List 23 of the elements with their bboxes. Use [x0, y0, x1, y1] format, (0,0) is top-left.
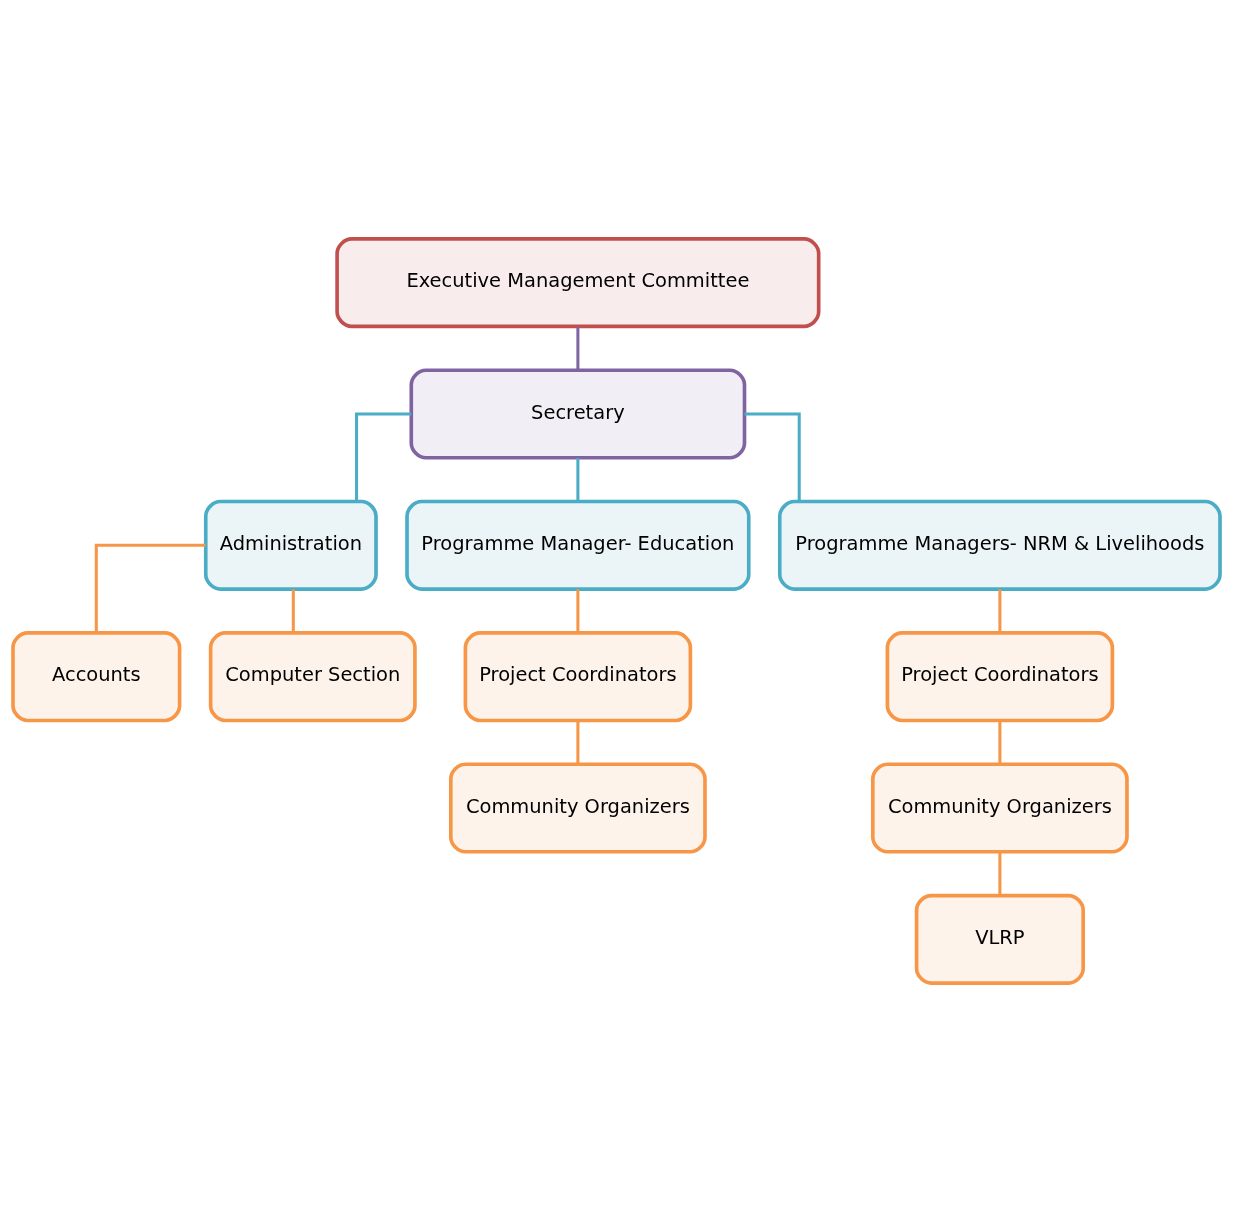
node-box: VLRP [914, 893, 1085, 985]
node-box: Secretary [409, 368, 747, 460]
node-box: Project Coordinators [463, 631, 693, 723]
node-box: Programme Manager- Education [405, 499, 751, 591]
connector [998, 852, 1002, 896]
node-box: Administration [203, 499, 378, 591]
connector [576, 326, 580, 370]
node-box: Community Organizers [448, 762, 707, 854]
node-box: Computer Section [208, 631, 417, 723]
node-box: Programme Managers- NRM & Livelihoods [777, 499, 1222, 591]
connector [998, 720, 1002, 764]
node-box: Accounts [11, 631, 182, 723]
node-box: Community Organizers [870, 762, 1129, 854]
connector [355, 412, 412, 502]
connector [94, 543, 206, 633]
connector [291, 589, 295, 633]
connector [744, 412, 801, 502]
node-box: Executive Management Committee [335, 237, 821, 329]
connector [576, 589, 580, 633]
node-box: Project Coordinators [885, 631, 1115, 723]
connector [576, 720, 580, 764]
connector [576, 458, 580, 502]
connector [998, 589, 1002, 633]
